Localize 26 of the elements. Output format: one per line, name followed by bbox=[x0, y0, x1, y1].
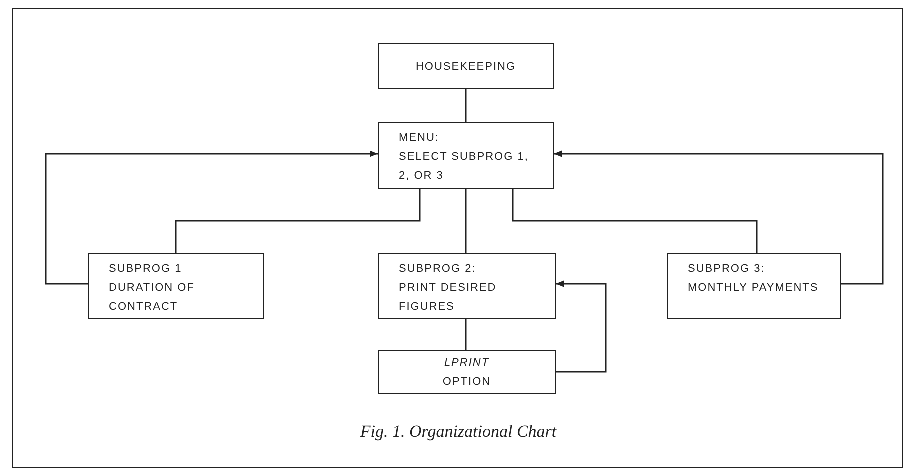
process-box bbox=[667, 253, 841, 319]
connector-line bbox=[465, 319, 467, 350]
arrow bbox=[556, 280, 607, 373]
process-box bbox=[88, 253, 264, 319]
connector-line bbox=[465, 89, 467, 122]
box-heading: LPRINT bbox=[443, 356, 491, 371]
box-text: OPTION bbox=[442, 375, 492, 390]
box-heading: SUBPROG 2: bbox=[399, 262, 478, 277]
box-text: MONTHLY PAYMENTS bbox=[688, 281, 820, 296]
process-box bbox=[378, 122, 554, 189]
box-heading: MENU: bbox=[399, 131, 440, 146]
process-box bbox=[378, 350, 556, 394]
arrow bbox=[554, 150, 884, 285]
process-box bbox=[378, 43, 554, 89]
box-text: SELECT SUBPROG 1, 2, OR 3 bbox=[399, 150, 530, 184]
arrow bbox=[45, 150, 378, 285]
connector-line bbox=[512, 189, 758, 253]
box-heading: SUBPROG 3: bbox=[688, 262, 766, 277]
connector-line bbox=[175, 189, 421, 253]
box-text: PRINT DESIRED FIGURES bbox=[399, 281, 498, 315]
process-box bbox=[378, 253, 556, 319]
box-text: HOUSEKEEPING bbox=[414, 60, 518, 74]
box-text: DURATION OF CONTRACT bbox=[109, 281, 196, 315]
box-heading: SUBPROG 1 bbox=[109, 262, 184, 277]
figure-caption: Fig. 1. Organizational Chart bbox=[359, 422, 558, 442]
connector-line bbox=[465, 189, 467, 253]
